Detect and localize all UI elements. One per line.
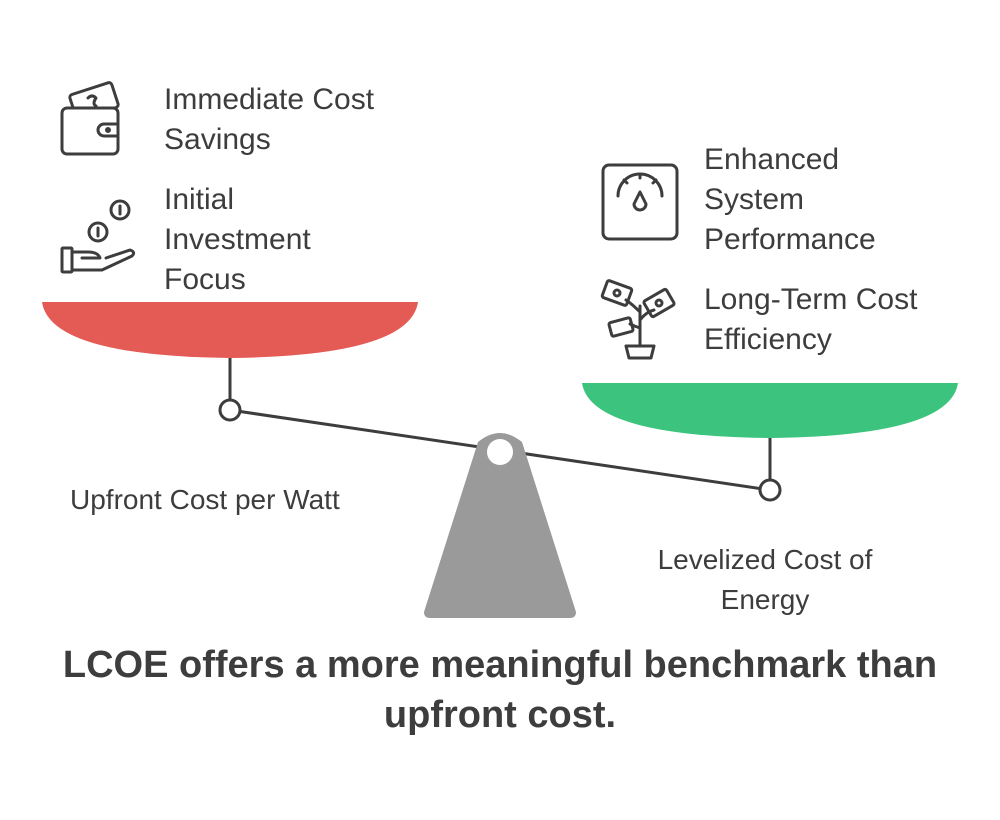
- hand-coins-icon: [60, 199, 136, 274]
- label-initial-investment-focus: Initial Investment Focus: [164, 183, 311, 296]
- wallet-money-icon: [60, 81, 120, 156]
- label-enhanced-system-performance: Enhanced System Performance: [704, 143, 876, 256]
- gauge-icon: [601, 163, 679, 241]
- caption-levelized-cost-of-energy: Levelized Cost of Energy: [657, 544, 873, 615]
- fulcrum: [424, 433, 576, 618]
- left-joint: [218, 398, 242, 422]
- label-immediate-cost-savings: Immediate Cost Savings: [164, 83, 375, 156]
- right-joint: [758, 478, 782, 502]
- label-long-term-cost-efficiency: Long-Term Cost Efficiency: [704, 283, 918, 356]
- money-plant-icon: [600, 279, 676, 360]
- fulcrum-pivot: [487, 439, 513, 465]
- left-pan: [42, 302, 418, 358]
- conclusion-text: LCOE offers a more meaningful benchmark …: [62, 644, 938, 736]
- right-pan: [582, 383, 958, 438]
- caption-upfront-cost-per-watt: Upfront Cost per Watt: [70, 484, 340, 515]
